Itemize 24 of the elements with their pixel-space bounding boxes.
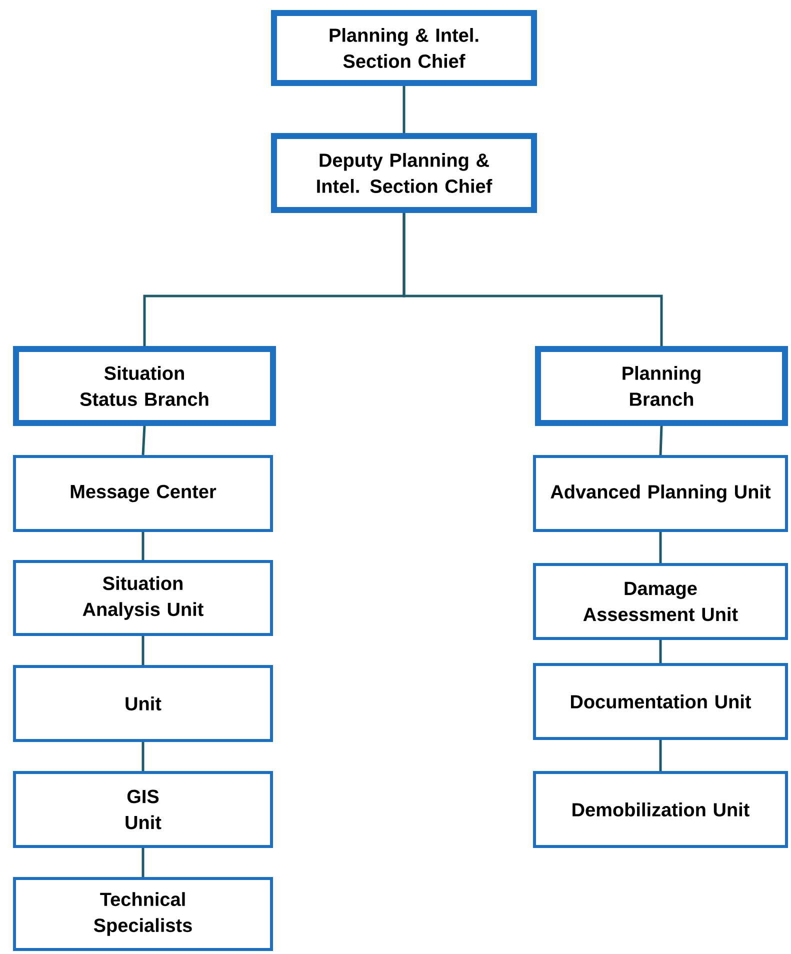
- unit-box: Unit: [13, 665, 273, 742]
- unit-box: Documentation Unit: [533, 663, 788, 740]
- connector-line: [659, 640, 662, 663]
- connector-line: [142, 848, 144, 877]
- connector-line: [142, 742, 144, 771]
- connector-line: [142, 636, 144, 665]
- branch-box: Situation Status Branch: [13, 346, 276, 426]
- connector-line: [402, 86, 406, 133]
- connector-line: [659, 740, 662, 771]
- connector-line: [142, 426, 146, 456]
- connector-line: [402, 213, 663, 346]
- unit-box: Situation Analysis Unit: [13, 560, 273, 636]
- branch-box: Planning & Intel. Section Chief: [271, 10, 537, 86]
- unit-box: Demobilization Unit: [533, 771, 788, 848]
- connector-line: [142, 532, 144, 560]
- unit-box: Technical Specialists: [13, 877, 273, 951]
- unit-box: Message Center: [13, 455, 273, 532]
- branch-box: Planning Branch: [535, 346, 788, 426]
- unit-box: Advanced Planning Unit: [533, 455, 788, 532]
- unit-box: Damage Assessment Unit: [533, 563, 788, 640]
- unit-box: GIS Unit: [13, 771, 273, 848]
- connector-line: [659, 426, 663, 456]
- connector-line: [659, 532, 662, 563]
- branch-box: Deputy Planning & Intel. Section Chief: [271, 133, 537, 213]
